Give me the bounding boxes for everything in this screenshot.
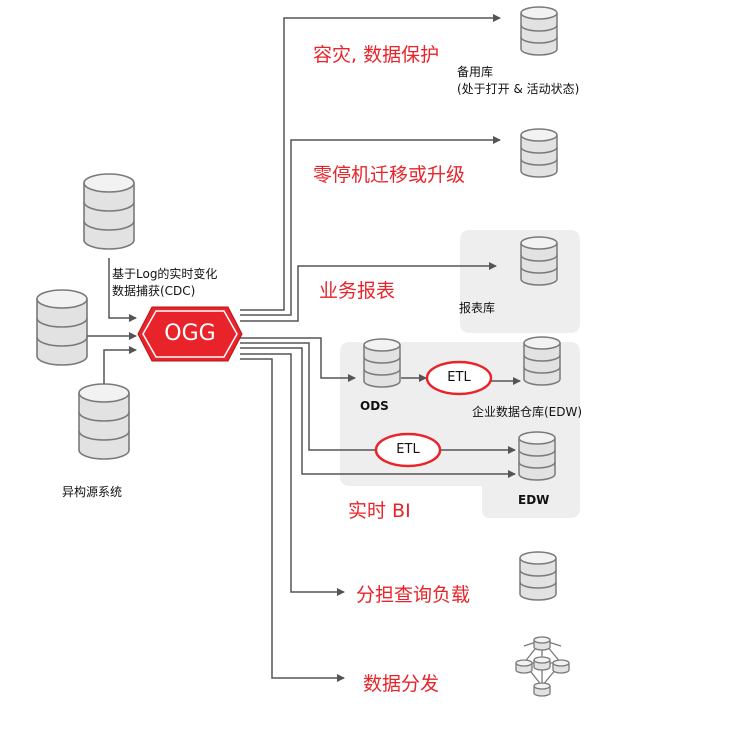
- etl-ellipse: [425, 360, 493, 396]
- source-database-icon: [36, 289, 88, 366]
- distribution-label: 数据分发: [363, 673, 440, 695]
- dr-label: 容灾, 数据保护: [313, 44, 440, 66]
- ods-caption: ODS: [360, 399, 389, 413]
- standby-database-icon: [520, 6, 558, 56]
- etl-label: ETL: [447, 370, 471, 385]
- source-database-icon: [78, 383, 130, 460]
- source-database-icon: [83, 173, 135, 250]
- offload-database-icon: [519, 551, 557, 601]
- reporting-panel: [460, 230, 580, 333]
- source-connector: [103, 346, 137, 384]
- realtime-bi-label: 实时 BI: [348, 500, 411, 522]
- cdc-caption-line2: 数据捕获(CDC): [112, 284, 196, 298]
- sources-caption: 异构源系统: [62, 485, 123, 499]
- branch-arrow-dr: [240, 14, 501, 311]
- source-connector: [108, 258, 137, 322]
- standby-db-caption-line2: (处于打开 & 活动状态): [457, 82, 580, 96]
- query-offload-label: 分担查询负载: [356, 584, 471, 606]
- branch-arrow-distribution: [240, 358, 345, 682]
- cdc-caption-line1: 基于Log的实时变化: [112, 267, 218, 281]
- zero-downtime-label: 零停机迁移或升级: [313, 164, 466, 186]
- upgrade-target-database-icon: [520, 128, 558, 178]
- edw-caption: 企业数据仓库(EDW): [472, 405, 583, 419]
- ogg-label: OGG: [164, 321, 216, 346]
- branch-arrow-zero-downtime: [240, 136, 501, 316]
- reporting-label: 业务报表: [319, 280, 396, 302]
- ogg-hub: [137, 306, 243, 362]
- reporting-database-icon: [520, 236, 558, 286]
- ods-database-icon: [363, 338, 401, 388]
- branch-arrow-ods: [240, 337, 356, 382]
- branch-arrow-reporting: [240, 262, 497, 322]
- branch-arrow-realtime: [240, 347, 516, 478]
- edw-database-icon: [523, 336, 561, 386]
- reporting-db-caption: 报表库: [459, 301, 496, 315]
- branch-arrow-query-offload: [240, 353, 345, 596]
- branch-arrow-realtime-etl: [240, 342, 375, 451]
- distributed-network-icon: [515, 636, 570, 697]
- etl-ellipse: [374, 432, 442, 468]
- realtime-edw-database-icon: [518, 431, 556, 481]
- realtime-etl-label: ETL: [396, 442, 420, 457]
- realtime-edw-caption: EDW: [518, 493, 550, 507]
- standby-db-caption-line1: 备用库: [457, 65, 494, 79]
